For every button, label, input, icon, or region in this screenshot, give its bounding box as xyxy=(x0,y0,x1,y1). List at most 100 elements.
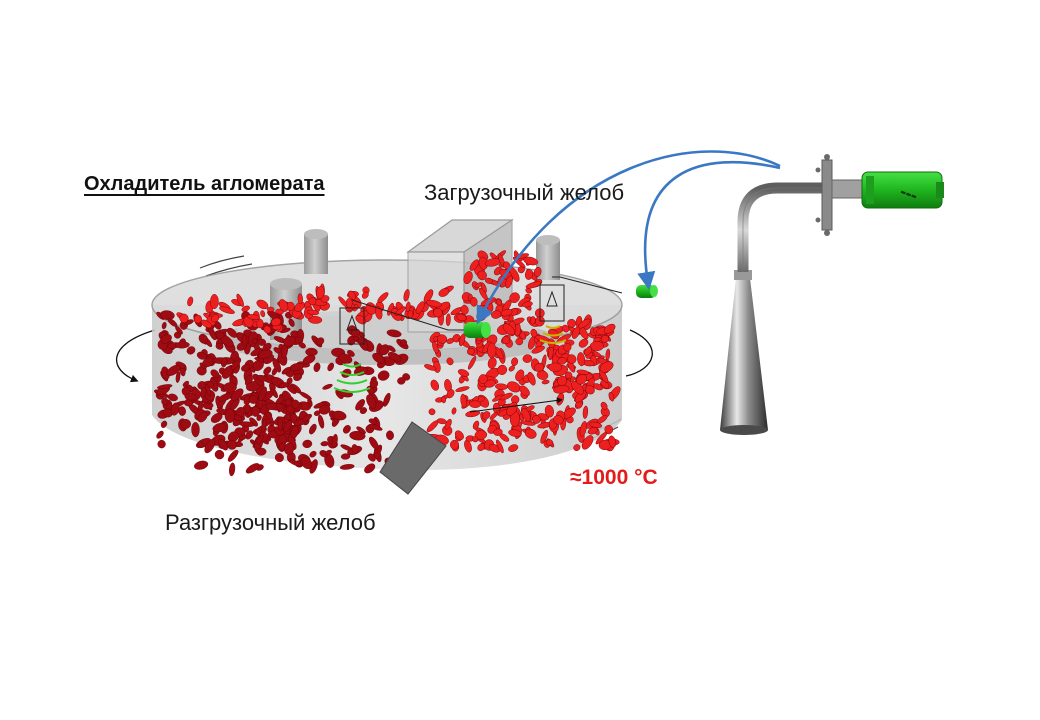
sinter-particle xyxy=(322,383,333,390)
sinter-particle xyxy=(156,430,164,439)
sensor-on-chute xyxy=(464,322,491,338)
sinter-particle xyxy=(166,364,181,376)
sinter-particle xyxy=(589,341,604,352)
sinter-particle xyxy=(533,266,542,278)
sinter-particle xyxy=(387,352,402,362)
sinter-particle xyxy=(186,346,196,355)
sinter-particle xyxy=(531,345,545,354)
sinter-particle xyxy=(467,347,475,356)
sinter-particle xyxy=(187,296,194,307)
sinter-particle xyxy=(313,362,321,373)
sinter-particle xyxy=(309,423,317,435)
sinter-particle xyxy=(227,449,239,462)
sinter-particle xyxy=(275,308,284,315)
sinter-particle xyxy=(366,394,377,409)
sinter-particle xyxy=(379,344,390,356)
sinter-particle xyxy=(241,364,250,372)
sinter-particle xyxy=(161,321,167,330)
sinter-particle xyxy=(603,323,616,334)
sinter-particle xyxy=(159,310,175,321)
sinter-particle xyxy=(219,306,235,314)
sinter-particle xyxy=(423,289,434,303)
sinter-particle xyxy=(604,425,614,435)
sinter-particle xyxy=(532,415,541,424)
sinter-particle xyxy=(386,430,394,441)
sinter-particle xyxy=(248,395,258,404)
sinter-particle xyxy=(339,464,355,470)
sinter-particle xyxy=(567,318,576,328)
sinter-particle xyxy=(239,434,247,441)
sinter-particle xyxy=(469,259,480,271)
sinter-particle xyxy=(478,374,488,384)
temperature-label: ≈1000 °C xyxy=(570,466,658,489)
sinter-particle xyxy=(487,342,497,359)
sinter-particle xyxy=(484,379,496,388)
sinter-particle xyxy=(351,444,359,455)
sinter-particle xyxy=(438,288,450,297)
sinter-particle xyxy=(215,342,224,350)
sinter-particle xyxy=(485,277,493,284)
sinter-particle xyxy=(271,317,281,327)
sinter-particle xyxy=(368,418,377,425)
sinter-particle xyxy=(519,385,530,397)
sinter-particle xyxy=(355,315,367,325)
sinter-particle xyxy=(364,463,376,474)
sinter-particle xyxy=(459,333,466,347)
sinter-particle xyxy=(545,439,554,446)
sinter-particle xyxy=(327,362,334,372)
sinter-particle xyxy=(266,306,275,312)
sinter-particle xyxy=(437,334,448,344)
sinter-particle xyxy=(309,450,317,458)
sinter-particle xyxy=(320,295,330,303)
radar-waves-right xyxy=(539,325,567,344)
sinter-particle xyxy=(230,359,241,370)
sinter-particle xyxy=(536,370,549,380)
sinter-particle xyxy=(595,431,608,445)
sinter-particle xyxy=(584,346,592,356)
sinter-particle xyxy=(220,357,228,368)
sinter-particle xyxy=(223,382,237,393)
sinter-particle xyxy=(175,371,181,383)
sinter-particle xyxy=(582,405,589,419)
unloading-chute-label: Разгрузочный желоб xyxy=(165,510,376,535)
sinter-particle xyxy=(278,382,290,389)
sinter-particle xyxy=(318,404,331,415)
sinter-particle xyxy=(359,407,368,414)
sinter-particle xyxy=(196,351,207,360)
sinter-particle xyxy=(283,335,296,347)
sinter-particle xyxy=(451,407,457,415)
sinter-particle xyxy=(383,392,391,407)
callout-arrow-chute xyxy=(476,150,781,325)
sinter-particle xyxy=(265,410,274,423)
sinter-particle xyxy=(372,353,385,364)
sinter-particle xyxy=(522,301,533,308)
sinter-particle xyxy=(509,292,520,303)
sinter-particle xyxy=(167,393,178,402)
sinter-particle xyxy=(277,418,283,431)
sinter-particle xyxy=(541,379,550,385)
sinter-particle xyxy=(200,319,212,329)
sinter-particle xyxy=(608,391,615,402)
sinter-particle xyxy=(548,329,560,340)
sinter-particle xyxy=(160,334,172,344)
sinter-particle xyxy=(324,449,332,456)
sinter-particle xyxy=(441,396,447,404)
sinter-particle xyxy=(471,436,479,443)
sinter-particle xyxy=(247,314,260,320)
sinter-particle xyxy=(387,345,396,353)
sinter-particle xyxy=(369,379,379,388)
rotation-arrow-left xyxy=(115,329,156,383)
sinter-particle xyxy=(472,420,480,430)
sinter-particle xyxy=(576,374,587,385)
sinter-particle xyxy=(456,313,467,322)
sinter-particle xyxy=(161,397,169,405)
sinter-particle xyxy=(522,354,533,363)
sinter-particle xyxy=(469,400,481,408)
sinter-particle xyxy=(263,325,272,334)
sinter-particle xyxy=(407,310,414,319)
sinter-particle xyxy=(276,403,285,412)
sinter-particle xyxy=(424,364,437,371)
sinter-particle xyxy=(368,423,383,431)
sinter-particle xyxy=(599,361,614,373)
